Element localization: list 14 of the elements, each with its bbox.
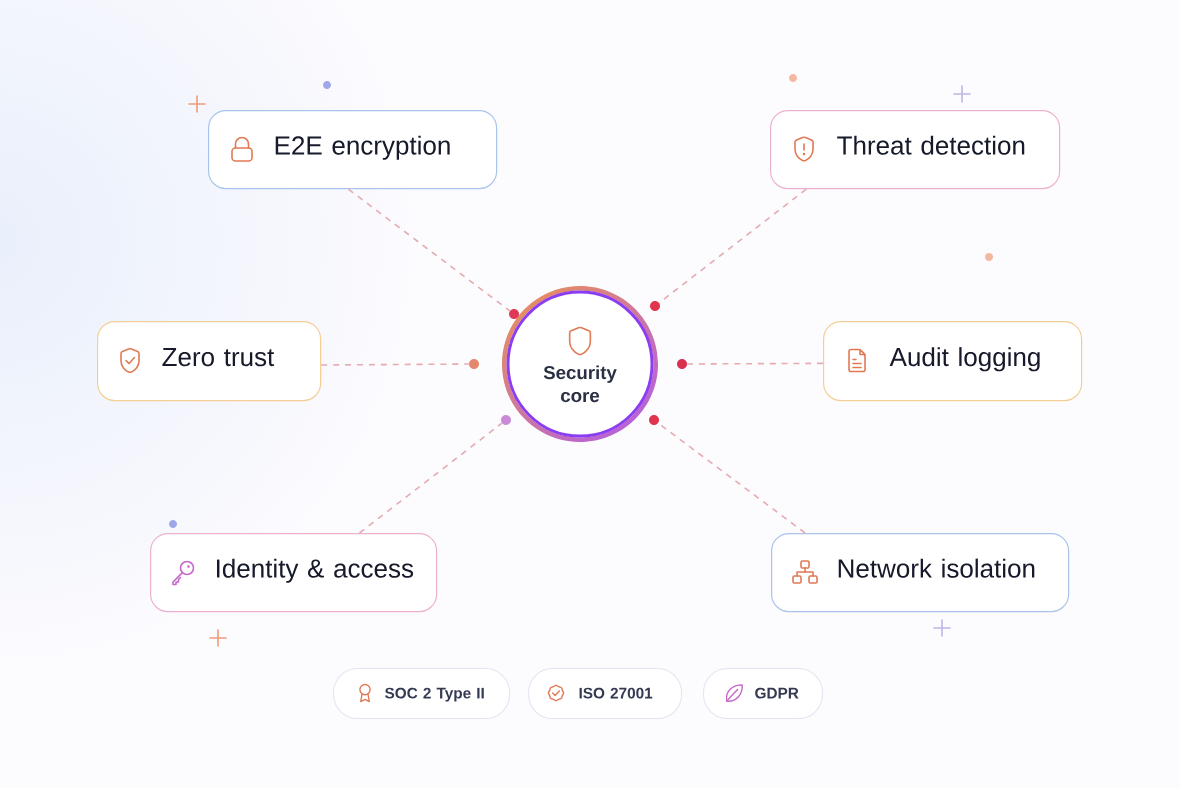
feature-card: Network isolation <box>771 533 1070 613</box>
connector <box>686 362 824 365</box>
certification-badge: ISO 27001 <box>528 668 683 720</box>
feature-card: Threat detection <box>770 110 1061 190</box>
certification-badge: GDPR <box>703 668 824 720</box>
feature-card: Zero trust <box>97 321 322 402</box>
feature-card: Identity & access <box>150 533 438 613</box>
connector <box>658 188 808 304</box>
connector <box>320 363 470 366</box>
feature-card: Audit logging <box>823 321 1083 402</box>
connector <box>347 188 511 312</box>
connector <box>358 422 503 534</box>
certification-badge: SOC 2 Type II <box>333 668 511 720</box>
feature-card: E2E encryption <box>208 110 498 190</box>
